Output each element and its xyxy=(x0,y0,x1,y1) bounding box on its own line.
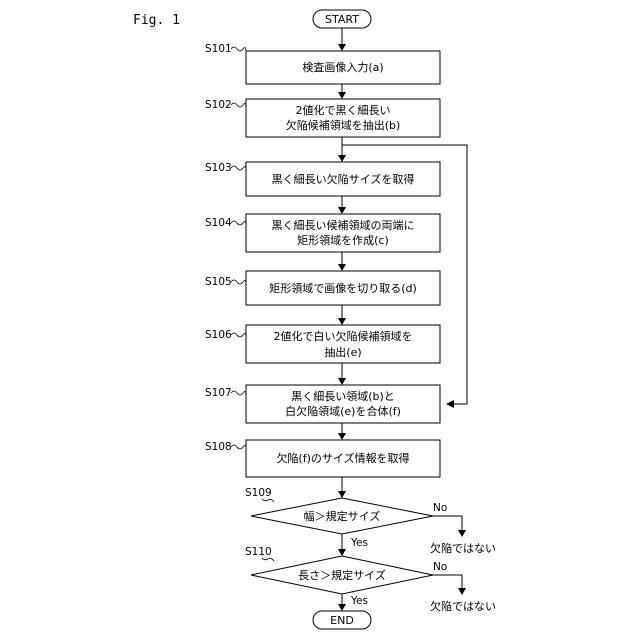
step-text-line1: 2値化で白い欠陥候補領域を xyxy=(274,329,413,343)
leader-squiggle xyxy=(231,166,246,171)
no-label: No xyxy=(433,561,447,573)
step-text: 欠陥(f)のサイズ情報を取得 xyxy=(276,451,409,465)
step-text-line2: 矩形領域を作成(c) xyxy=(297,233,389,247)
step-id-S107: S107 xyxy=(205,387,232,399)
step-text-line2: 欠陥候補領域を抽出(b) xyxy=(286,118,401,132)
step-text-line1: 黒く細長い領域(b)と xyxy=(291,389,395,403)
step-text-line2: 抽出(e) xyxy=(324,345,361,359)
step-S108: 欠陥(f)のサイズ情報を取得 xyxy=(246,440,440,477)
step-text: 矩形領域で画像を切り取る(d) xyxy=(269,281,417,295)
step-id-S101: S101 xyxy=(205,43,232,55)
step-id-labels: S101 S102 S103 S104 S105 S106 S107 S108 xyxy=(205,43,246,453)
step-text-line2: 白欠陥領域(e)を合体(f) xyxy=(285,404,401,418)
step-S107: 黒く細長い領域(b)と 白欠陥領域(e)を合体(f) xyxy=(246,385,440,423)
figure-label: Fig. 1 xyxy=(133,13,180,28)
step-id-S103: S103 xyxy=(205,162,232,174)
yes-label: Yes xyxy=(350,537,368,549)
step-S105: 矩形領域で画像を切り取る(d) xyxy=(246,271,440,305)
no-label: No xyxy=(433,502,447,514)
decision-S109: 幅＞規定サイズ S109 No 欠陥ではない Yes xyxy=(245,487,496,555)
leader-squiggle xyxy=(262,558,274,561)
leader-squiggle xyxy=(262,499,274,502)
step-id-S104: S104 xyxy=(205,217,232,229)
end-label: END xyxy=(330,614,354,627)
start-label: START xyxy=(325,13,359,26)
leader-squiggle xyxy=(231,445,246,450)
leader-squiggle xyxy=(231,280,246,285)
leader-squiggle xyxy=(231,47,246,52)
step-S103: 黒く細長い欠陥サイズを取得 xyxy=(246,162,440,196)
step-S101: 検査画像入力(a) xyxy=(246,51,440,84)
start-terminal: START xyxy=(313,10,371,28)
step-text: 黒く細長い欠陥サイズを取得 xyxy=(272,172,415,186)
step-id-S102: S102 xyxy=(205,99,232,111)
no-result: 欠陥ではない xyxy=(430,599,496,613)
leader-squiggle xyxy=(231,391,246,396)
step-id-S105: S105 xyxy=(205,276,232,288)
decision-id-S109: S109 xyxy=(245,487,272,499)
decision-id-S110: S110 xyxy=(245,546,272,558)
leader-squiggle xyxy=(231,333,246,338)
step-text: 検査画像入力(a) xyxy=(302,60,383,74)
step-S104: 黒く細長い候補領域の両端に 矩形領域を作成(c) xyxy=(246,214,440,252)
decision-S110: 長さ＞規定サイズ S110 No 欠陥ではない Yes xyxy=(245,546,496,613)
decision-text: 長さ＞規定サイズ xyxy=(298,568,386,582)
step-id-S106: S106 xyxy=(205,329,232,341)
leader-squiggle xyxy=(231,221,246,226)
no-result: 欠陥ではない xyxy=(430,541,496,555)
step-id-S108: S108 xyxy=(205,441,232,453)
step-text-line1: 2値化で黒く細長い xyxy=(296,103,391,117)
step-text-line1: 黒く細長い候補領域の両端に xyxy=(272,218,415,232)
step-S106: 2値化で白い欠陥候補領域を 抽出(e) xyxy=(246,325,440,363)
end-terminal: END xyxy=(313,611,371,629)
yes-label: Yes xyxy=(350,595,368,607)
decision-text: 幅＞規定サイズ xyxy=(304,509,381,523)
leader-squiggle xyxy=(231,103,246,108)
step-S102: 2値化で黒く細長い 欠陥候補領域を抽出(b) xyxy=(246,99,440,137)
